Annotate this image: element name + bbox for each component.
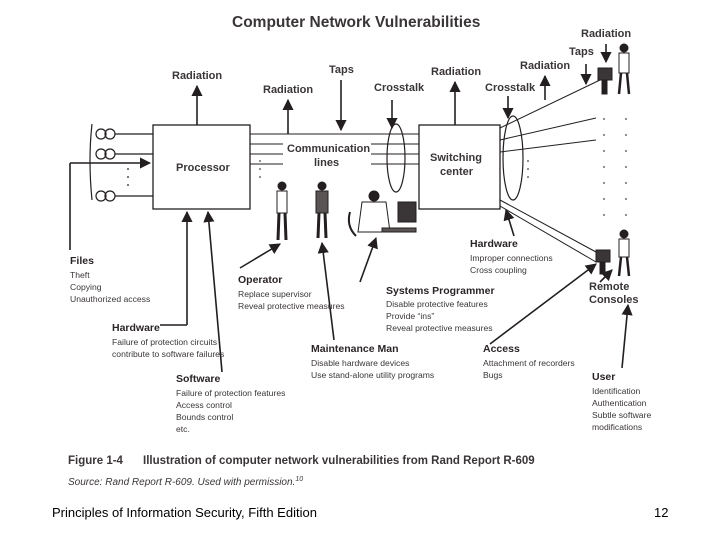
software-item: Failure of protection features (176, 388, 285, 398)
access-heading: Access (483, 343, 520, 355)
comm-label-bg (283, 140, 371, 170)
operator-item: Reveal protective measures (238, 301, 345, 311)
user-block: User Identification Authentication Subtl… (592, 371, 651, 432)
hardware-left-heading: Hardware (112, 322, 160, 334)
comm-lines-label-2: lines (314, 157, 339, 169)
sysprog-item: Disable protective features (386, 299, 488, 309)
hardware-left-item: contribute to software failures (112, 349, 224, 359)
comm-lines-label-1: Communication (287, 143, 370, 155)
switching-label-1: Switching (430, 152, 482, 164)
processor-label: Processor (176, 162, 231, 174)
switching-center-box (418, 124, 501, 210)
files-item: Unauthorized access (70, 294, 150, 304)
software-item: etc. (176, 424, 190, 434)
maintenance-item: Disable hardware devices (311, 358, 409, 368)
sysprog-heading: Systems Programmer (386, 285, 495, 297)
crosstalk-label-2: Crosstalk (485, 82, 536, 94)
diagram-title: Computer Network Vulnerabilities (232, 14, 480, 31)
software-heading: Software (176, 373, 221, 385)
figure-source: Source: Rand Report R-609. Used with per… (68, 476, 303, 488)
files-heading: Files (70, 255, 94, 267)
user-item: Subtle software (592, 410, 651, 420)
radiation-label-1: Radiation (172, 70, 222, 82)
top-arrows (191, 44, 612, 134)
figure-caption-text: Illustration of computer network vulnera… (143, 455, 535, 467)
sysprog-item: Reveal protective measures (386, 323, 493, 333)
remote-console-bottom-icon (595, 229, 631, 277)
footer-book-title: Principles of Information Security, Fift… (52, 505, 317, 520)
access-block: Access Attachment of recorders Bugs (483, 343, 575, 380)
figure-number: Figure 1-4 (68, 455, 124, 467)
sysprog-block: Systems Programmer Disable protective fe… (386, 285, 495, 333)
switching-label-2: center (440, 166, 474, 178)
remote-consoles-label-2: Consoles (589, 294, 639, 306)
remote-consoles-label-1: Remote (589, 281, 629, 293)
processor-box (152, 124, 251, 210)
user-item: Authentication (592, 398, 647, 408)
radiation-label-3: Radiation (431, 66, 481, 78)
user-heading: User (592, 371, 615, 383)
operator-person-icon (276, 181, 288, 241)
software-item: Access control (176, 400, 232, 410)
hardware-left-item: Failure of protection circuits (112, 337, 217, 347)
source-text: Source: Rand Report R-609. Used with per… (68, 477, 295, 488)
access-item: Attachment of recorders (483, 358, 575, 368)
hardware-right-block: Hardware Improper connections Cross coup… (470, 238, 553, 275)
user-item: modifications (592, 422, 642, 432)
programmer-at-desk-icon (347, 190, 417, 237)
hardware-right-item: Improper connections (470, 253, 553, 263)
switch-dots (527, 118, 627, 216)
radiation-label-4: Radiation (520, 60, 570, 72)
software-block: Software Failure of protection features … (176, 373, 285, 434)
files-item: Copying (70, 282, 102, 292)
taps-label-1: Taps (329, 64, 354, 76)
access-item: Bugs (483, 370, 503, 380)
maintenance-person-icon (315, 181, 329, 239)
sysprog-item: Provide “ins” (386, 311, 434, 321)
crosstalk-label-1: Crosstalk (374, 82, 425, 94)
maintenance-item: Use stand-alone utility programs (311, 370, 434, 380)
files-block: Files Theft Copying Unauthorized access (70, 255, 150, 304)
user-item: Identification (592, 386, 640, 396)
files-item: Theft (70, 270, 90, 280)
crosstalk-ellipse-right (502, 115, 524, 201)
remote-lines (499, 79, 601, 263)
operator-block: Operator Replace supervisor Reveal prote… (238, 274, 345, 311)
maintenance-block: Maintenance Man Disable hardware devices… (311, 343, 434, 380)
operator-heading: Operator (238, 274, 282, 286)
figure-caption: Figure 1-4 Illustration of computer netw… (68, 455, 535, 488)
hardware-right-item: Cross coupling (470, 265, 527, 275)
operator-item: Replace supervisor (238, 289, 312, 299)
hardware-right-heading: Hardware (470, 238, 518, 250)
remote-console-top-icon (597, 43, 631, 95)
radiation-label-5: Radiation (581, 28, 631, 40)
file-spools (89, 123, 153, 202)
hardware-left-block: Hardware Failure of protection circuits … (112, 322, 224, 359)
footer-page-number: 12 (654, 505, 669, 520)
taps-label-2: Taps (569, 46, 594, 58)
radiation-label-2: Radiation (263, 84, 313, 96)
maintenance-heading: Maintenance Man (311, 343, 399, 355)
source-footnote: 10 (295, 476, 303, 483)
software-item: Bounds control (176, 412, 233, 422)
bottom-arrows (69, 157, 633, 373)
